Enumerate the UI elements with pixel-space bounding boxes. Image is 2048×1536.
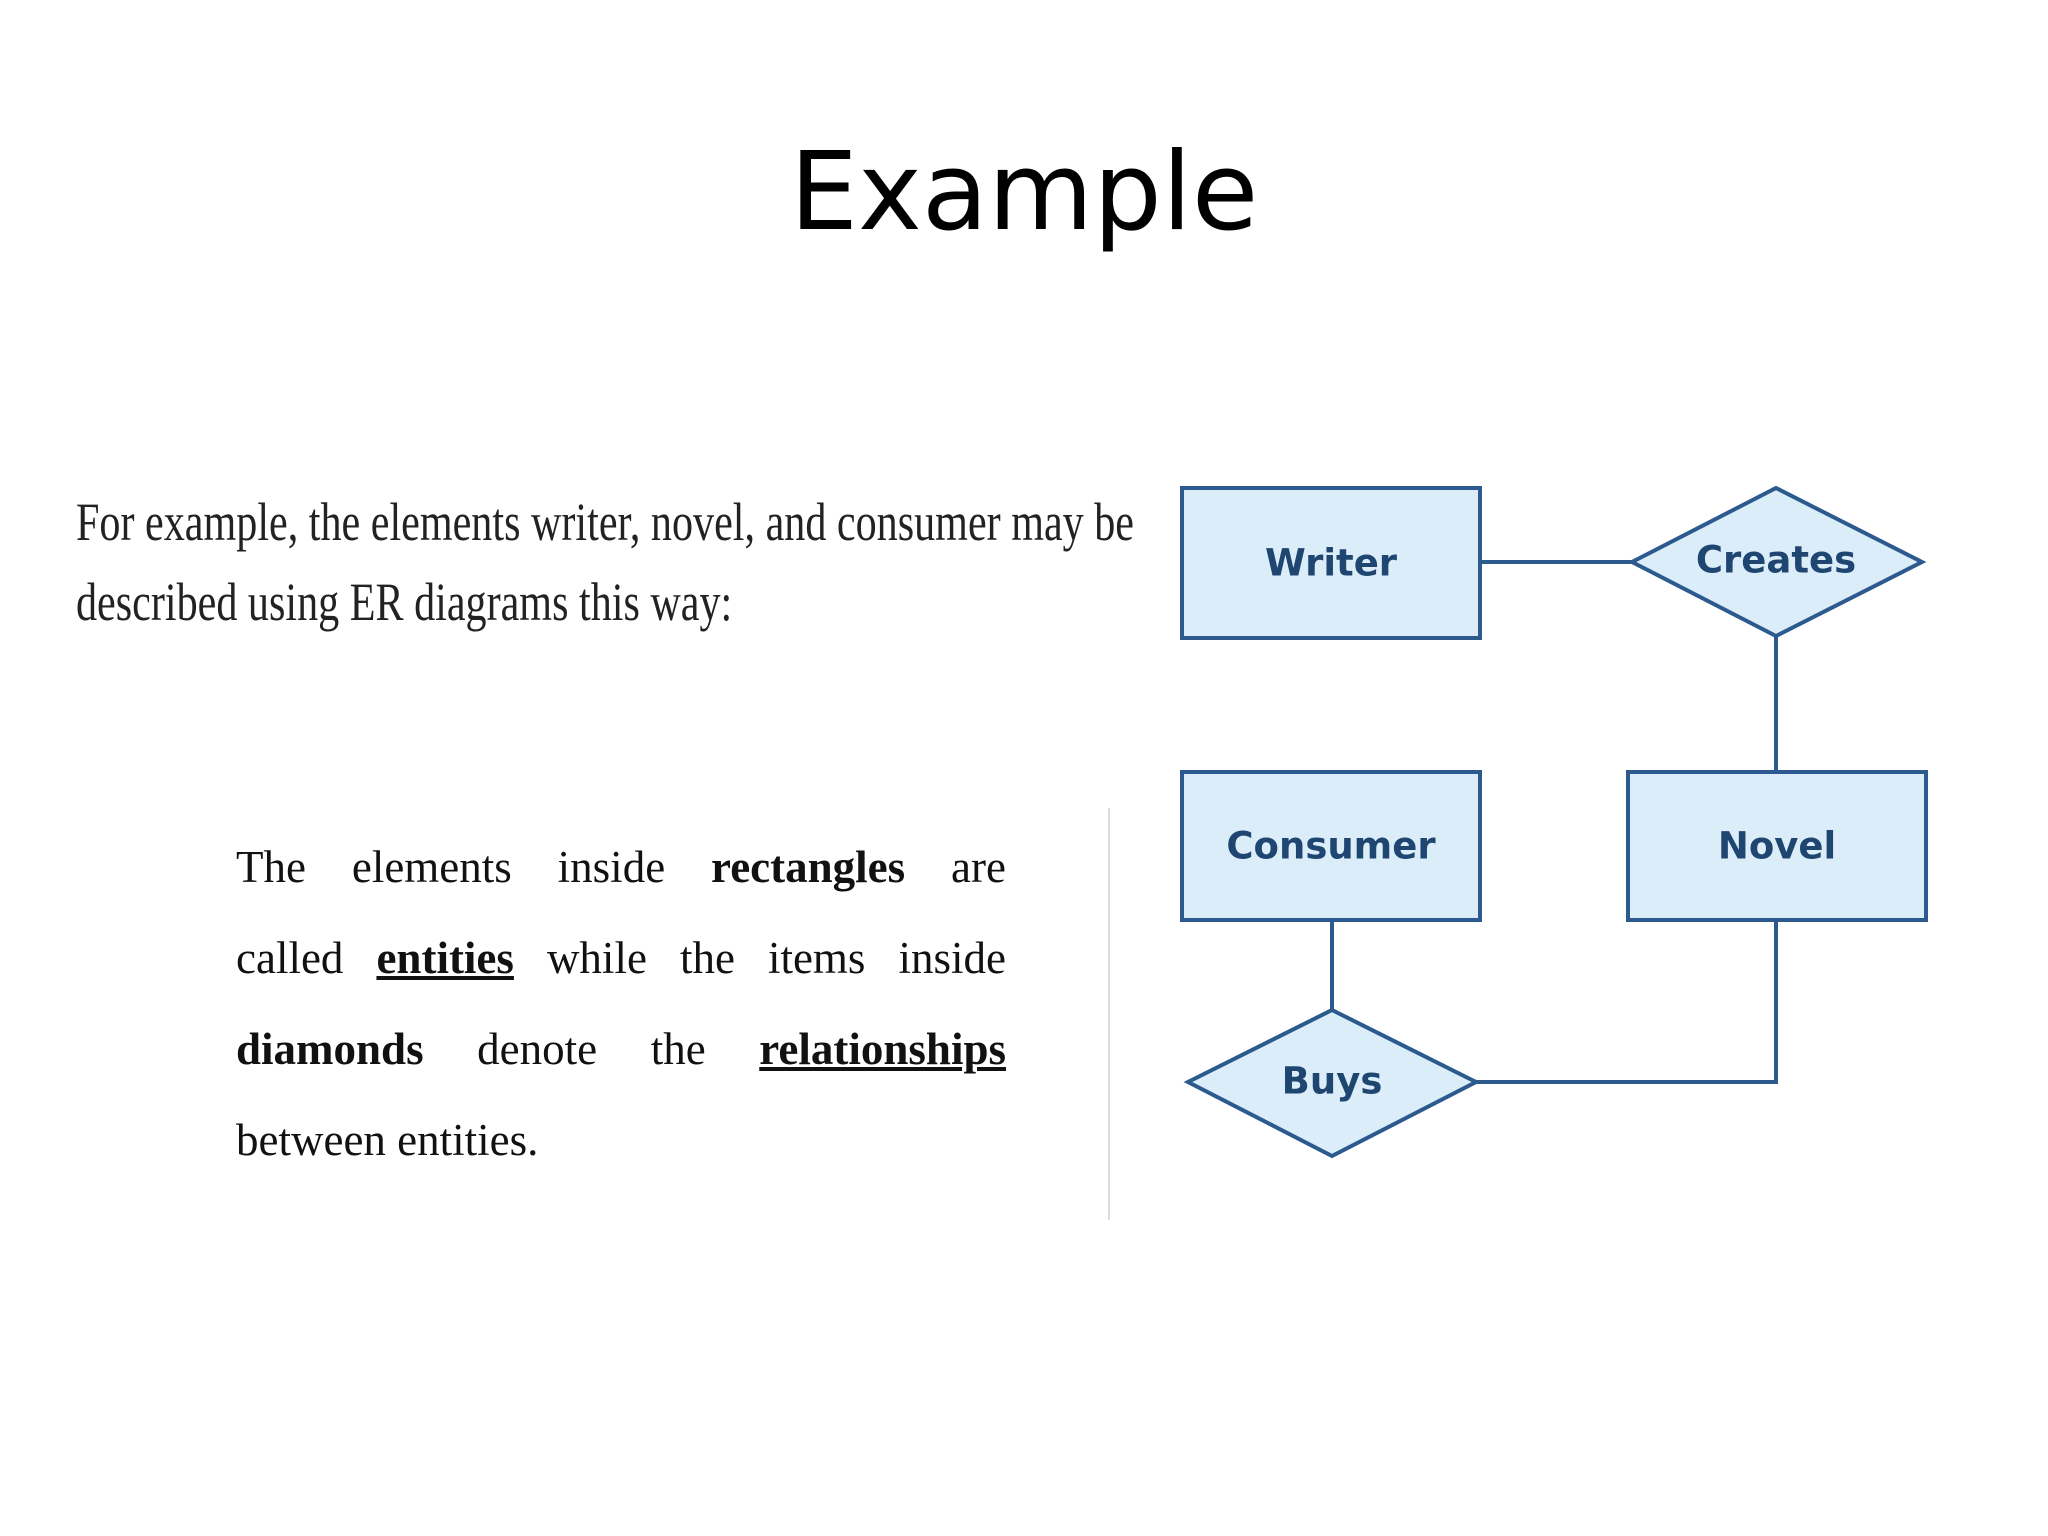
relationship-buys-label: Buys bbox=[1282, 1060, 1383, 1103]
word: items bbox=[767, 933, 866, 983]
word: inside bbox=[557, 842, 666, 892]
term-relationships: relationships bbox=[759, 1024, 1006, 1074]
word-group: between entities. bbox=[236, 1115, 539, 1165]
word: while bbox=[546, 933, 647, 983]
connector-buys-novel bbox=[1476, 920, 1778, 1084]
word: denote bbox=[477, 1024, 598, 1074]
word: the bbox=[650, 1024, 706, 1074]
term-entities: entities bbox=[376, 933, 514, 983]
slide-title: Example bbox=[789, 130, 1259, 255]
vertical-divider bbox=[1108, 808, 1110, 1220]
word: The bbox=[236, 842, 306, 892]
relationship-creates bbox=[1627, 485, 1927, 639]
term-diamonds: diamonds bbox=[236, 1024, 424, 1074]
relationship-buys bbox=[1183, 1007, 1481, 1159]
intro-line-2: described using ER diagrams this way: bbox=[76, 572, 733, 632]
entity-writer bbox=[1180, 486, 1482, 640]
word: are bbox=[951, 842, 1006, 892]
entity-writer-label: Writer bbox=[1265, 542, 1398, 585]
word: inside bbox=[898, 933, 1006, 983]
entity-consumer bbox=[1180, 770, 1482, 922]
explanation-line-1: The elements inside rectangles are bbox=[236, 822, 1006, 913]
relationship-creates-label: Creates bbox=[1696, 539, 1856, 582]
word: the bbox=[679, 933, 735, 983]
entity-novel-label: Novel bbox=[1718, 825, 1836, 868]
explanation-line-4: between entities. bbox=[236, 1095, 1006, 1186]
entity-novel bbox=[1626, 770, 1928, 922]
word: called bbox=[236, 933, 344, 983]
explanation-line-3: diamonds denote the relationships bbox=[236, 1004, 1006, 1095]
explanation-paragraph: The elements inside rectangles are calle… bbox=[236, 822, 1006, 1186]
explanation-line-2: called entities while the items inside bbox=[236, 913, 1006, 1004]
word: elements bbox=[351, 842, 512, 892]
entity-consumer-label: Consumer bbox=[1226, 825, 1436, 868]
term-rectangles: rectangles bbox=[711, 842, 906, 892]
